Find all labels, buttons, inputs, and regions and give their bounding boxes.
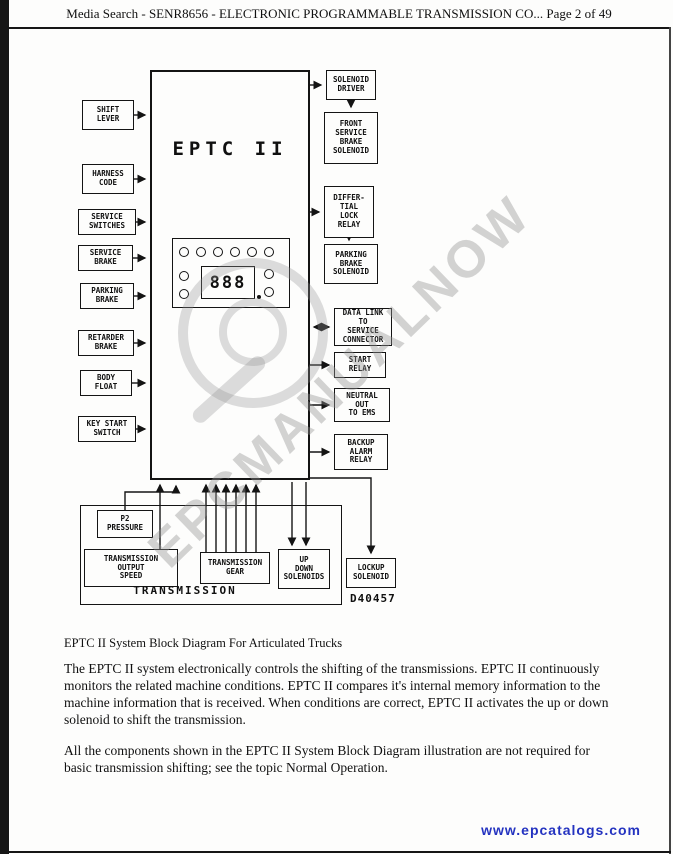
page-border-top: [9, 27, 671, 29]
indicator-light: [264, 269, 274, 279]
transmission-outer-box: [80, 505, 342, 605]
output-box-backup-alarm-relay: BACKUP ALARM RELAY: [334, 434, 388, 470]
input-box-service-brake: SERVICE BRAKE: [78, 245, 133, 271]
indicator-light: [213, 247, 223, 257]
input-box-key-start-switch: KEY START SWITCH: [78, 416, 136, 442]
body-text: The EPTC II system electronically contro…: [64, 660, 618, 776]
indicator-light: [179, 247, 189, 257]
input-box-harness-code: HARNESS CODE: [82, 164, 134, 194]
page-header: Media Search - SENR8656 - ELECTRONIC PRO…: [66, 6, 612, 21]
indicator-light: [196, 247, 206, 257]
input-box-parking-brake: PARKING BRAKE: [80, 283, 134, 309]
output-box-parking-brake-solenoid: PARKING BRAKE SOLENOID: [324, 244, 378, 284]
indicator-light: [179, 289, 189, 299]
output-box-front-service-brake-solenoid: FRONT SERVICE BRAKE SOLENOID: [324, 112, 378, 164]
output-box-differential-lock-relay: DIFFER- TIAL LOCK RELAY: [324, 186, 374, 238]
eptc-title: EPTC II: [172, 138, 288, 160]
input-box-retarder-brake: RETARDER BRAKE: [78, 330, 134, 356]
output-box-start-relay: START RELAY: [334, 352, 386, 378]
display-digits: 888: [209, 272, 247, 293]
component-box-lockup-solenoid: LOCKUP SOLENOID: [346, 558, 396, 588]
figure-number: D40457: [350, 592, 396, 605]
indicator-light: [230, 247, 240, 257]
component-box-transmission-output-speed: TRANSMISSION OUTPUT SPEED: [84, 549, 178, 587]
input-box-body-float: BODY FLOAT: [80, 370, 132, 396]
input-box-shift-lever: SHIFT LEVER: [82, 100, 134, 130]
scan-edge-artifact: [0, 0, 9, 854]
component-box-up-down-solenoids: UP DOWN SOLENOIDS: [278, 549, 330, 589]
output-box-data-link: DATA LINK TO SERVICE CONNECTOR: [334, 308, 392, 346]
footer-link[interactable]: www.epcatalogs.com: [481, 822, 641, 838]
transmission-label: TRANSMISSION: [133, 584, 237, 597]
input-box-service-switches: SERVICE SWITCHES: [78, 209, 136, 235]
output-box-neutral-out: NEUTRAL OUT TO EMS: [334, 388, 390, 422]
indicator-light: [264, 247, 274, 257]
figure-caption: EPTC II System Block Diagram For Articul…: [64, 636, 343, 650]
page-border-right: [669, 27, 671, 854]
body-paragraph-1: The EPTC II system electronically contro…: [64, 661, 609, 728]
indicator-light: [179, 271, 189, 281]
body-paragraph-2: All the components shown in the EPTC II …: [64, 742, 591, 775]
display-dot: [257, 295, 261, 299]
component-box-transmission-gear: TRANSMISSION GEAR: [200, 552, 270, 584]
output-box-solenoid-driver: SOLENOID DRIVER: [326, 70, 376, 100]
component-box-p2-pressure: P2 PRESSURE: [97, 510, 153, 538]
indicator-light: [247, 247, 257, 257]
indicator-light: [264, 287, 274, 297]
page-border-bottom: [9, 851, 671, 853]
seven-segment-display: 888: [201, 266, 255, 299]
